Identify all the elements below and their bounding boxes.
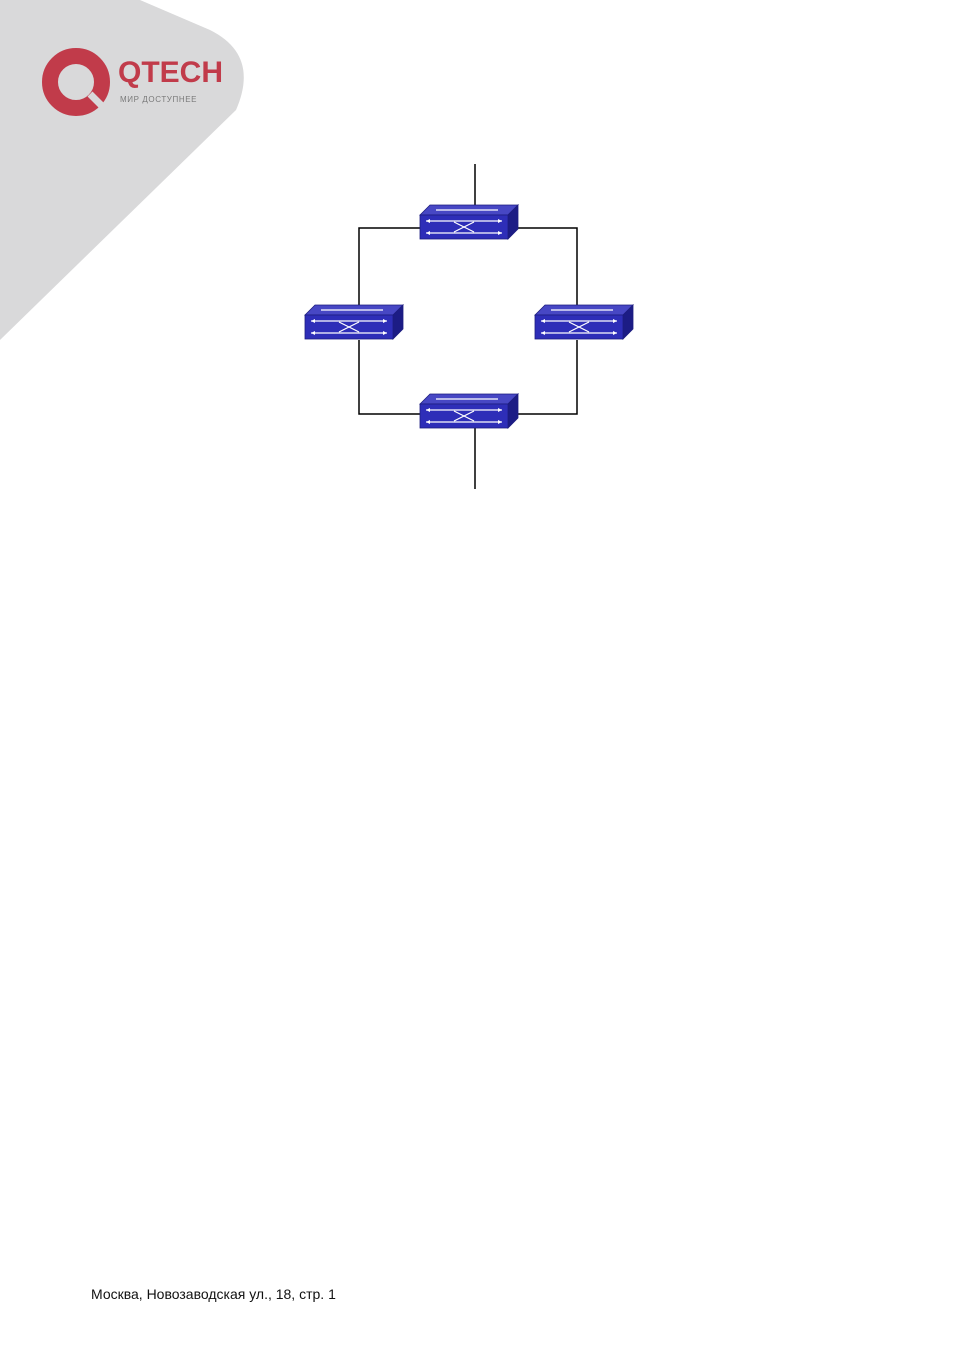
switch-icon <box>420 205 518 239</box>
switch-icon <box>535 305 633 339</box>
switch-icon <box>305 305 403 339</box>
footer-address: Москва, Новозаводская ул., 18, стр. 1 <box>91 1286 336 1302</box>
switch-icon <box>420 394 518 428</box>
ring-topology-diagram <box>0 0 954 520</box>
